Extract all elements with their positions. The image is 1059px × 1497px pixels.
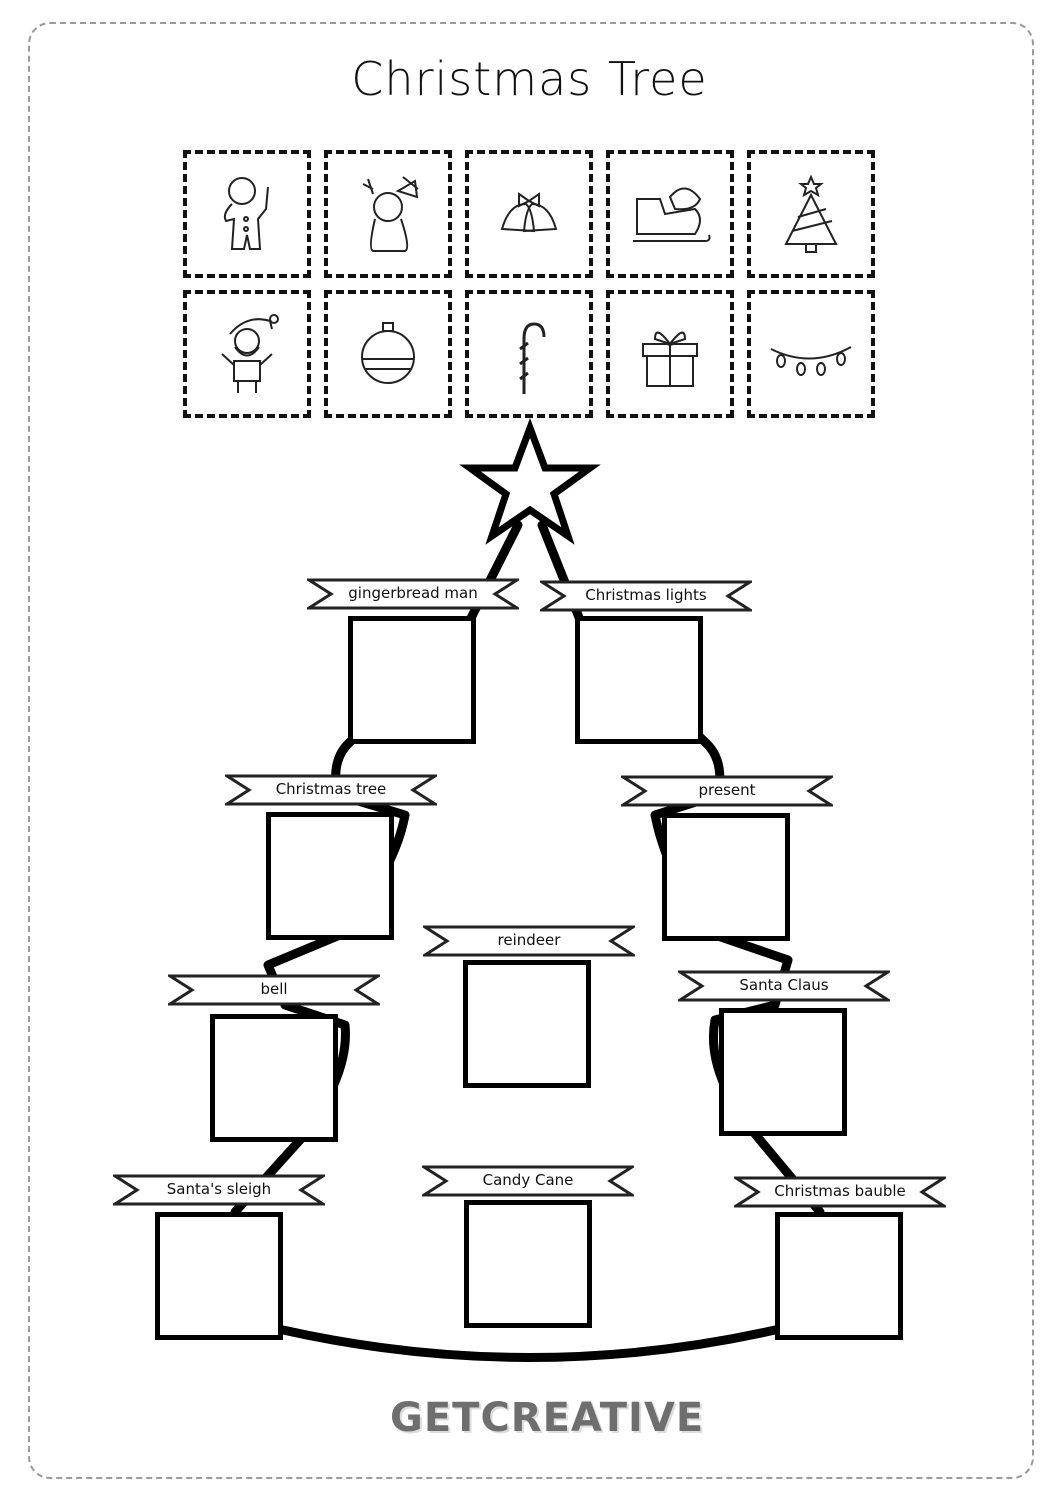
label-banner: reindeer xyxy=(423,925,635,957)
label-text: Santa's sleigh xyxy=(166,1180,272,1198)
label-text: present xyxy=(698,781,756,799)
label-text: Santa Claus xyxy=(739,976,829,994)
card-candy-cane[interactable] xyxy=(465,290,593,418)
label-banner: Candy Cane xyxy=(422,1165,634,1197)
card-christmas-tree[interactable] xyxy=(747,150,875,278)
drop-box-christmas-lights[interactable] xyxy=(575,616,703,744)
drop-box-christmas-tree[interactable] xyxy=(266,812,394,940)
candy-cane-icon xyxy=(519,322,546,394)
reindeer-icon xyxy=(362,176,419,252)
label-banner: Christmas bauble xyxy=(734,1176,946,1208)
gingerbread-man-icon xyxy=(223,177,269,250)
label-banner: bell xyxy=(168,974,380,1006)
getcreative-logo: GETCREATIVE xyxy=(390,1395,705,1441)
label-banner: Santa Claus xyxy=(678,970,890,1002)
label-text: bell xyxy=(260,980,288,998)
drop-box-santa-claus[interactable] xyxy=(719,1008,847,1136)
card-bells[interactable] xyxy=(465,150,593,278)
card-gingerbread-man[interactable] xyxy=(183,150,311,278)
sleigh-icon xyxy=(633,187,711,242)
drop-box-gingerbread-man[interactable] xyxy=(348,616,476,744)
card-reindeer[interactable] xyxy=(324,150,452,278)
card-bauble[interactable] xyxy=(324,290,452,418)
star-icon xyxy=(459,418,601,545)
card-sleigh[interactable] xyxy=(606,150,734,278)
card-present[interactable] xyxy=(606,290,734,418)
label-banner: gingerbread man xyxy=(307,578,519,610)
label-text: Christmas bauble xyxy=(774,1182,906,1200)
christmas-lights-icon xyxy=(770,346,852,376)
christmas-tree-icon xyxy=(784,174,838,253)
label-banner: Christmas lights xyxy=(540,580,752,612)
card-santa-claus[interactable] xyxy=(183,290,311,418)
page-border xyxy=(28,22,1034,1479)
bauble-icon xyxy=(361,322,415,384)
label-banner: Santa's sleigh xyxy=(113,1174,325,1206)
santa-claus-icon xyxy=(221,314,279,393)
drop-box-reindeer[interactable] xyxy=(463,960,591,1088)
label-banner: present xyxy=(621,775,833,807)
drop-box-santas-sleigh[interactable] xyxy=(155,1212,283,1340)
label-text: reindeer xyxy=(497,931,561,949)
present-icon xyxy=(642,331,698,387)
drop-box-present[interactable] xyxy=(662,813,790,941)
label-text: gingerbread man xyxy=(348,584,478,602)
bells-icon xyxy=(500,192,558,233)
drop-box-candy-cane[interactable] xyxy=(464,1200,592,1328)
label-text: Christmas tree xyxy=(275,780,387,798)
drop-box-christmas-bauble[interactable] xyxy=(775,1212,903,1340)
label-banner: Christmas tree xyxy=(225,774,437,806)
label-text: Candy Cane xyxy=(482,1171,574,1189)
drop-box-bell[interactable] xyxy=(210,1014,338,1142)
card-christmas-lights[interactable] xyxy=(747,290,875,418)
page-title: Christmas Tree xyxy=(351,52,708,106)
label-text: Christmas lights xyxy=(585,586,707,604)
